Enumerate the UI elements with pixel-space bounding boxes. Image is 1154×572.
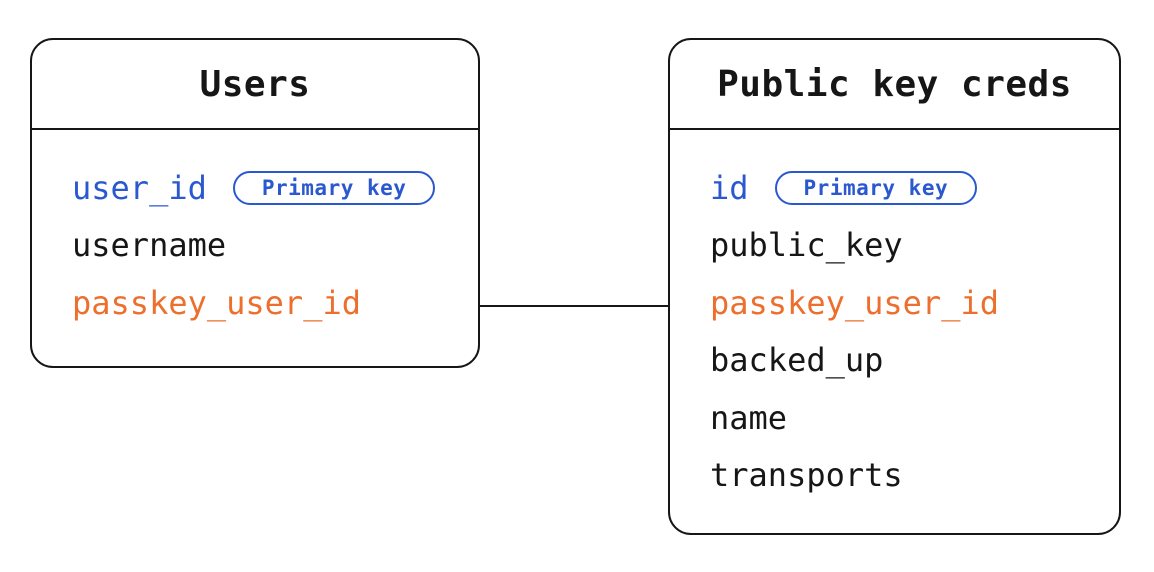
field-row-passkey_user_id: passkey_user_id [72, 274, 478, 332]
table-title: Public key creds [717, 63, 1072, 105]
field-name: id [710, 168, 749, 207]
field-row-name: name [710, 389, 1119, 447]
field-name: public_key [710, 226, 903, 265]
field-name: backed_up [710, 341, 884, 380]
field-name: user_id [72, 168, 207, 207]
primary-key-badge: Primary key [232, 170, 436, 205]
field-name: passkey_user_id [710, 283, 999, 322]
field-row-public_key: public_key [710, 217, 1119, 275]
table-header: Users [32, 40, 478, 130]
field-row-backed_up: backed_up [710, 332, 1119, 390]
field-row-user_id: user_id Primary key [72, 159, 478, 217]
field-row-username: username [72, 217, 478, 275]
relationship-connector-line [480, 305, 668, 307]
field-row-transports: transports [710, 447, 1119, 505]
field-name: name [710, 398, 788, 437]
field-name: transports [710, 456, 903, 495]
table-header: Public key creds [670, 40, 1119, 130]
field-row-passkey_user_id: passkey_user_id [710, 274, 1119, 332]
field-name: username [72, 226, 227, 265]
field-name: passkey_user_id [72, 283, 361, 322]
table-title: Users [199, 63, 311, 105]
primary-key-badge: Primary key [774, 170, 978, 205]
entity-table-public-key-creds: Public key creds id Primary key public_key… [668, 38, 1121, 535]
field-row-id: id Primary key [710, 159, 1119, 217]
